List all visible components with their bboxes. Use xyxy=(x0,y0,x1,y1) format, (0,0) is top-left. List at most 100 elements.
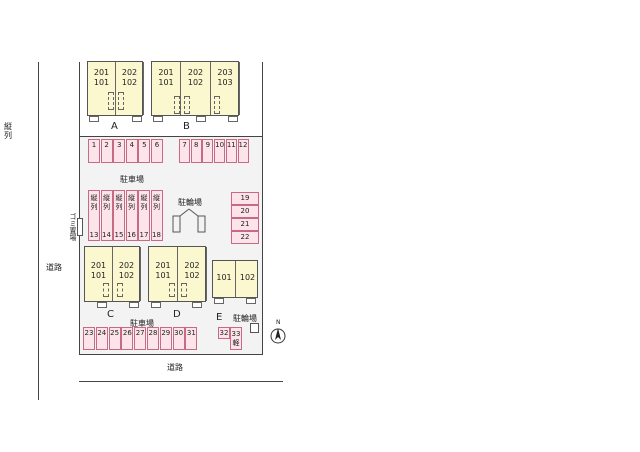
parking-slot-type: 軽 xyxy=(232,339,240,347)
building-b-label: B xyxy=(183,121,190,132)
parking-slot-26: 26 xyxy=(121,327,134,350)
unit-lower-number: 102 xyxy=(187,78,204,87)
parking-slot-1: 1 xyxy=(88,139,100,163)
bicycle-parking-center-label: 駐輪場 xyxy=(178,198,202,207)
entrance-icon xyxy=(246,298,256,304)
entrance-icon xyxy=(196,116,206,122)
unit-upper-number: 202 xyxy=(184,261,200,270)
entrance-icon xyxy=(214,298,224,304)
parking-slot-2: 2 xyxy=(100,139,113,163)
entrance-icon xyxy=(192,302,202,308)
parking-slot-23: 23 xyxy=(83,327,95,350)
entrance-icon xyxy=(228,116,238,122)
parking-slot-type: 縦列 xyxy=(153,194,160,211)
unit-lower-number: 101 xyxy=(158,78,174,87)
stair-icon xyxy=(174,96,180,114)
building-d-label: D xyxy=(173,309,181,320)
bicycle-rack-icon xyxy=(250,323,259,333)
unit-lower-number: 102 xyxy=(121,78,138,87)
building-e-label: E xyxy=(216,312,223,323)
parking-slot-number: 16 xyxy=(127,231,136,239)
stair-icon xyxy=(118,92,124,110)
entrance-icon xyxy=(129,302,139,308)
west-road-line xyxy=(38,62,39,400)
parking-slot-number: 18 xyxy=(152,231,161,239)
stair-icon xyxy=(117,283,123,297)
parking-slot-27: 27 xyxy=(134,327,147,350)
unit-number: 102 xyxy=(239,273,256,282)
building-c-unit-1: 201 101 xyxy=(85,247,113,301)
parking-slot-type: 縦列 xyxy=(128,194,135,211)
south-road-line-upper xyxy=(79,381,283,382)
parking-slot-type: 縦列 xyxy=(103,194,110,211)
unit-upper-number: 201 xyxy=(90,261,107,270)
building-b: 201 101 202 102 203 103 xyxy=(151,61,240,116)
trash-area-label: ゴミ置場 xyxy=(66,213,80,243)
site-boundary xyxy=(79,136,263,355)
building-d-unit-2: 202 102 xyxy=(178,247,207,301)
parking-slot-28: 28 xyxy=(147,327,159,350)
parking-slot-32: 32 xyxy=(218,327,230,339)
unit-lower-number: 102 xyxy=(184,271,200,280)
stair-icon xyxy=(181,283,187,297)
parking-slot-33: 33 軽 xyxy=(230,327,242,350)
parking-slot-9: 9 xyxy=(202,139,214,163)
parking-slot-24: 24 xyxy=(95,327,108,350)
unit-lower-number: 103 xyxy=(217,78,233,87)
parking-slot-type: 縦列 xyxy=(140,194,148,211)
compass-icon xyxy=(270,328,286,344)
parking-slot-16: 縦列 16 xyxy=(125,190,138,241)
parking-slot-8: 8 xyxy=(190,139,202,163)
unit-number: 101 xyxy=(216,273,232,282)
unit-lower-number: 101 xyxy=(90,271,107,280)
building-d-unit-1: 201 101 xyxy=(149,247,178,301)
parking-slot-3: 3 xyxy=(113,139,126,163)
parking-slot-10: 10 xyxy=(214,139,226,163)
stair-icon xyxy=(184,96,190,114)
parking-slot-25: 25 xyxy=(108,327,121,350)
building-e-unit-2: 102 xyxy=(236,261,259,297)
entrance-icon xyxy=(153,116,163,122)
stair-icon xyxy=(108,92,114,110)
parking-label-south: 駐車場 xyxy=(130,319,154,328)
building-a-unit-1: 201 101 xyxy=(88,62,116,115)
parking-slot-22: 22 xyxy=(231,231,259,244)
parking-slot-12: 12 xyxy=(237,139,249,163)
building-e: 101 102 xyxy=(212,260,258,298)
parking-slot-type: 縦列 xyxy=(90,194,98,211)
building-a-label: A xyxy=(111,121,118,132)
unit-upper-number: 202 xyxy=(187,68,204,77)
building-a: 201 101 202 102 xyxy=(87,61,144,116)
building-b-unit-3: 203 103 xyxy=(211,62,240,115)
parking-slot-type: 縦列 xyxy=(115,194,123,211)
entrance-icon xyxy=(132,116,142,122)
building-c-unit-2: 202 102 xyxy=(113,247,141,301)
parking-slot-number: 13 xyxy=(89,231,99,239)
building-b-unit-1: 201 101 xyxy=(152,62,181,115)
south-road-label: 道路 xyxy=(167,363,183,372)
unit-upper-number: 201 xyxy=(155,261,171,270)
stair-icon xyxy=(169,283,175,297)
unit-lower-number: 101 xyxy=(93,78,110,87)
stair-icon xyxy=(103,283,109,297)
building-b-unit-2: 202 102 xyxy=(181,62,211,115)
unit-upper-number: 202 xyxy=(121,68,138,77)
parking-slot-18: 縦列 18 xyxy=(150,190,163,241)
stair-icon xyxy=(214,96,220,114)
building-a-unit-2: 202 102 xyxy=(116,62,144,115)
parking-slot-21: 21 xyxy=(231,218,259,231)
parking-slot-31: 31 xyxy=(185,327,198,350)
parking-label-north: 駐車場 xyxy=(120,175,144,184)
parking-slot-30: 30 xyxy=(172,327,185,350)
entrance-icon xyxy=(151,302,161,308)
entrance-icon xyxy=(89,116,99,122)
building-a-lot-left xyxy=(79,62,80,136)
compass-north-label: N xyxy=(276,319,281,326)
unit-upper-number: 201 xyxy=(93,68,110,77)
entrance-icon xyxy=(97,302,107,308)
parking-slot-5: 5 xyxy=(138,139,151,163)
parking-slot-13: 縦列 13 xyxy=(88,190,100,241)
parking-slot-number: 32 xyxy=(219,329,229,337)
